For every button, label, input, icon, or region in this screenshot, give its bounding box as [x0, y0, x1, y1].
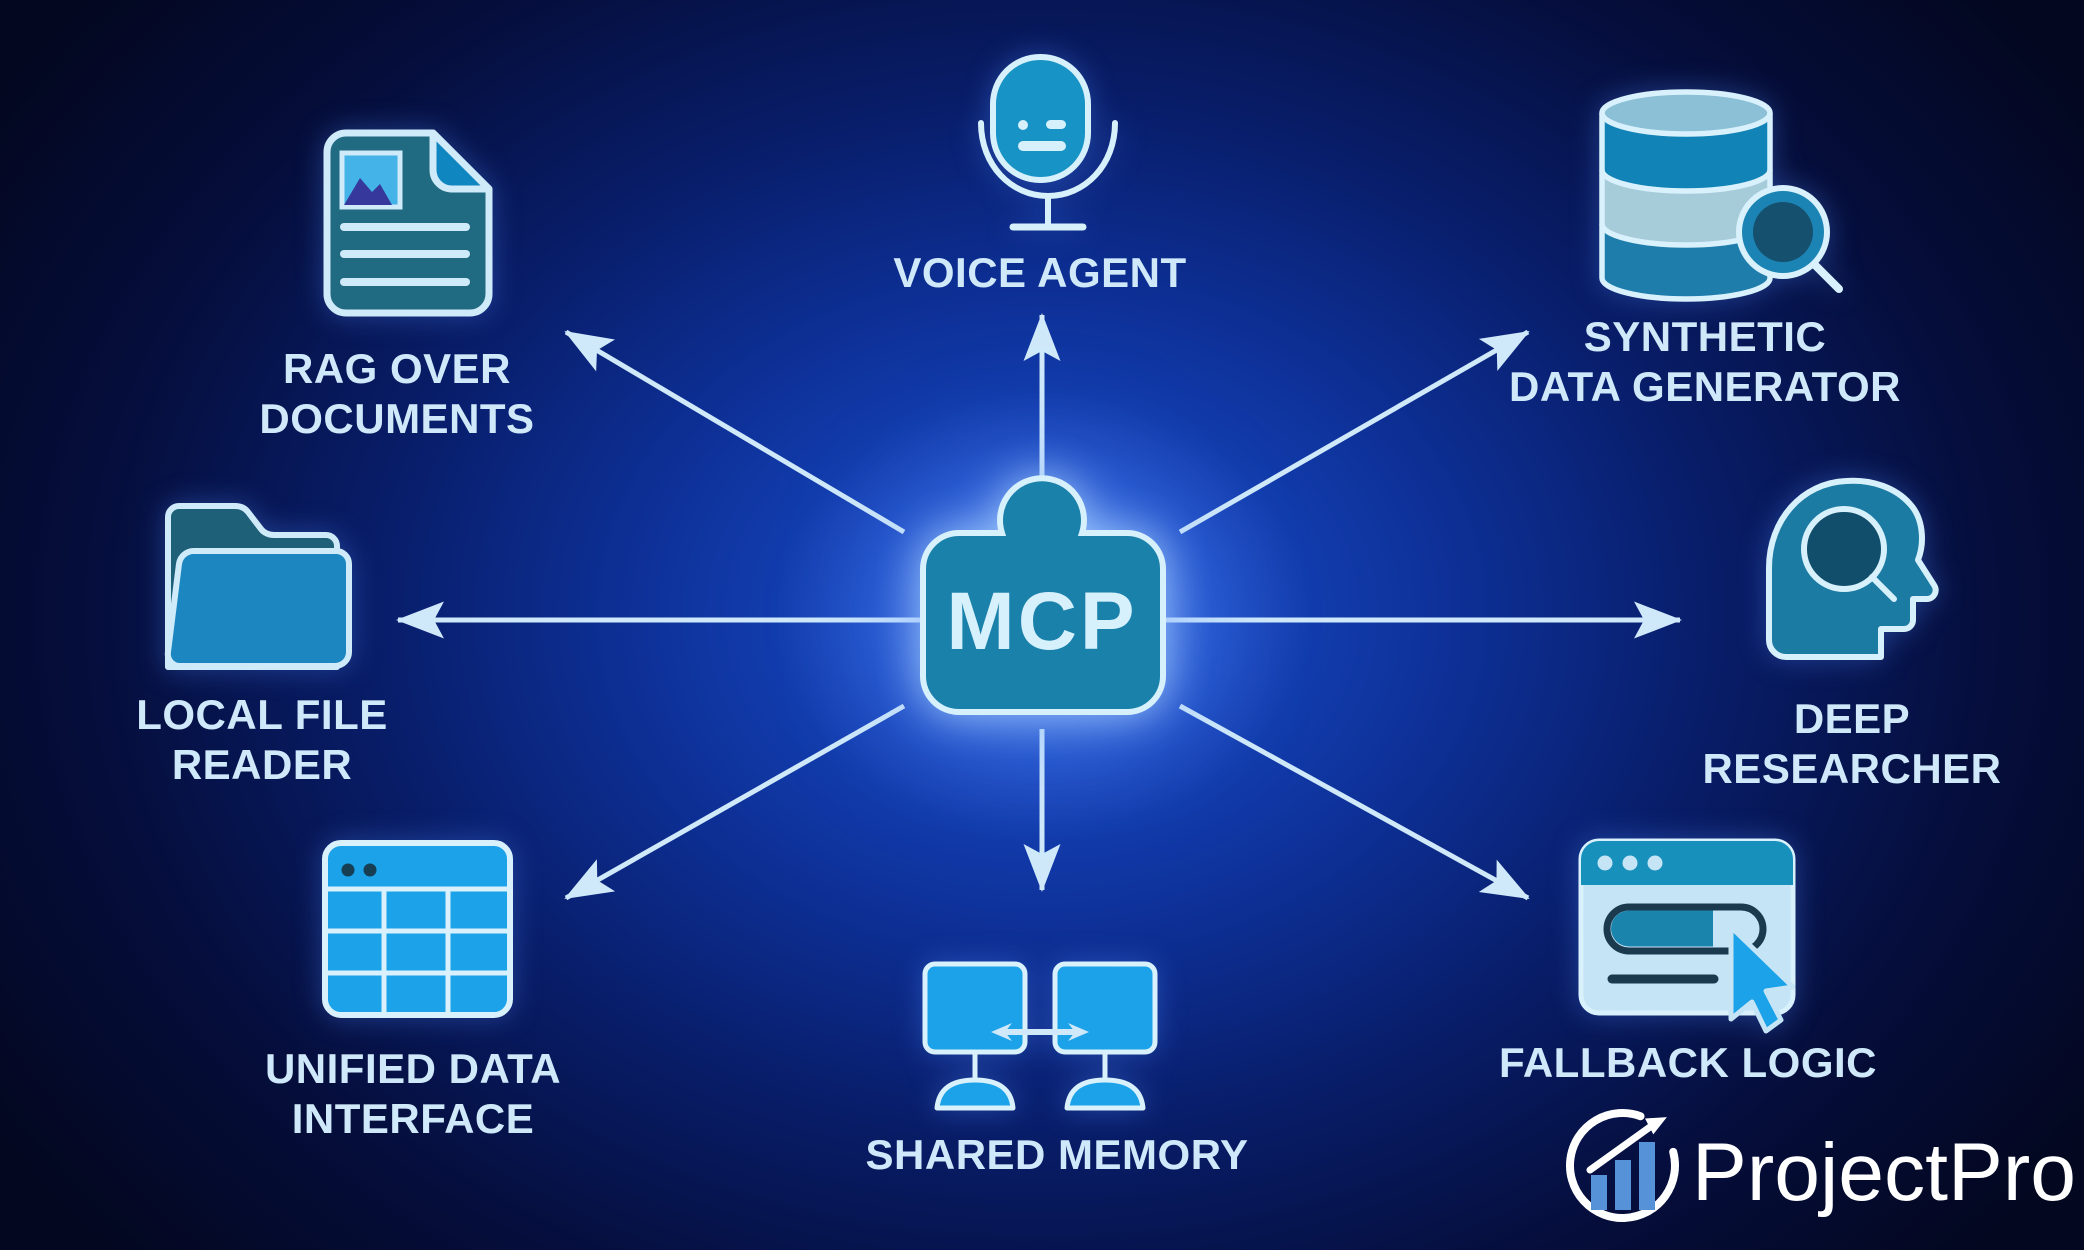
arrow-to-fallback-logic [1178, 703, 1530, 901]
arrow-to-unified-data-interface [564, 703, 906, 901]
mcp-node-label: MCP [946, 576, 1137, 667]
label-deep-researcher: DEEP RESEARCHER [1652, 694, 2052, 794]
label-voice-agent: VOICE AGENT [840, 248, 1240, 298]
image-mountains-glyph [344, 178, 392, 205]
head-magnifier-icon [1766, 477, 1939, 660]
table-grid-icon [322, 840, 513, 1018]
database-magnifier-icon [1599, 89, 1843, 302]
label-line: SHARED MEMORY [865, 1131, 1249, 1178]
label-line: LOCAL FILE [136, 691, 388, 738]
document-image-icon [323, 129, 493, 317]
label-line: READER [171, 741, 353, 788]
mcp-node-shape [920, 475, 1166, 715]
label-line: UNIFIED DATA [264, 1045, 562, 1092]
browser-toggle-cursor-icon [1578, 838, 1796, 1034]
label-line: FALLBACK LOGIC [1499, 1039, 1877, 1086]
label-unified-data-interface: UNIFIED DATA INTERFACE [213, 1044, 613, 1144]
growth-chart-circle-icon [1566, 1109, 1679, 1223]
label-line: SYNTHETIC [1583, 313, 1827, 360]
label-shared-memory: SHARED MEMORY [857, 1130, 1257, 1180]
label-fallback-logic: FALLBACK LOGIC [1488, 1038, 1888, 1088]
microphone-icon [978, 54, 1118, 231]
logo-text: ProjectPro [1692, 1127, 2076, 1218]
label-line: VOICE AGENT [893, 249, 1187, 296]
arrow-to-rag-over-documents [564, 329, 906, 535]
label-line: DOCUMENTS [259, 395, 535, 442]
label-line: DEEP RESEARCHER [1702, 695, 2002, 792]
open-folder-icon [164, 503, 352, 670]
label-line: RAG OVER [282, 345, 512, 392]
label-local-file-reader: LOCAL FILE READER [62, 690, 462, 790]
projectpro-logo: ProjectPro [1566, 1109, 2076, 1223]
label-synthetic-data-generator: SYNTHETIC DATA GENERATOR [1505, 312, 1905, 412]
label-line: INTERFACE [291, 1095, 535, 1142]
label-line: DATA GENERATOR [1509, 363, 1901, 410]
arrow-to-synthetic-data-generator [1178, 329, 1530, 535]
sync-arrow [991, 1023, 1089, 1041]
cursor-icon [1728, 924, 1796, 1034]
linked-monitors-icon [922, 961, 1158, 1111]
label-rag-over-documents: RAG OVER DOCUMENTS [197, 344, 597, 444]
